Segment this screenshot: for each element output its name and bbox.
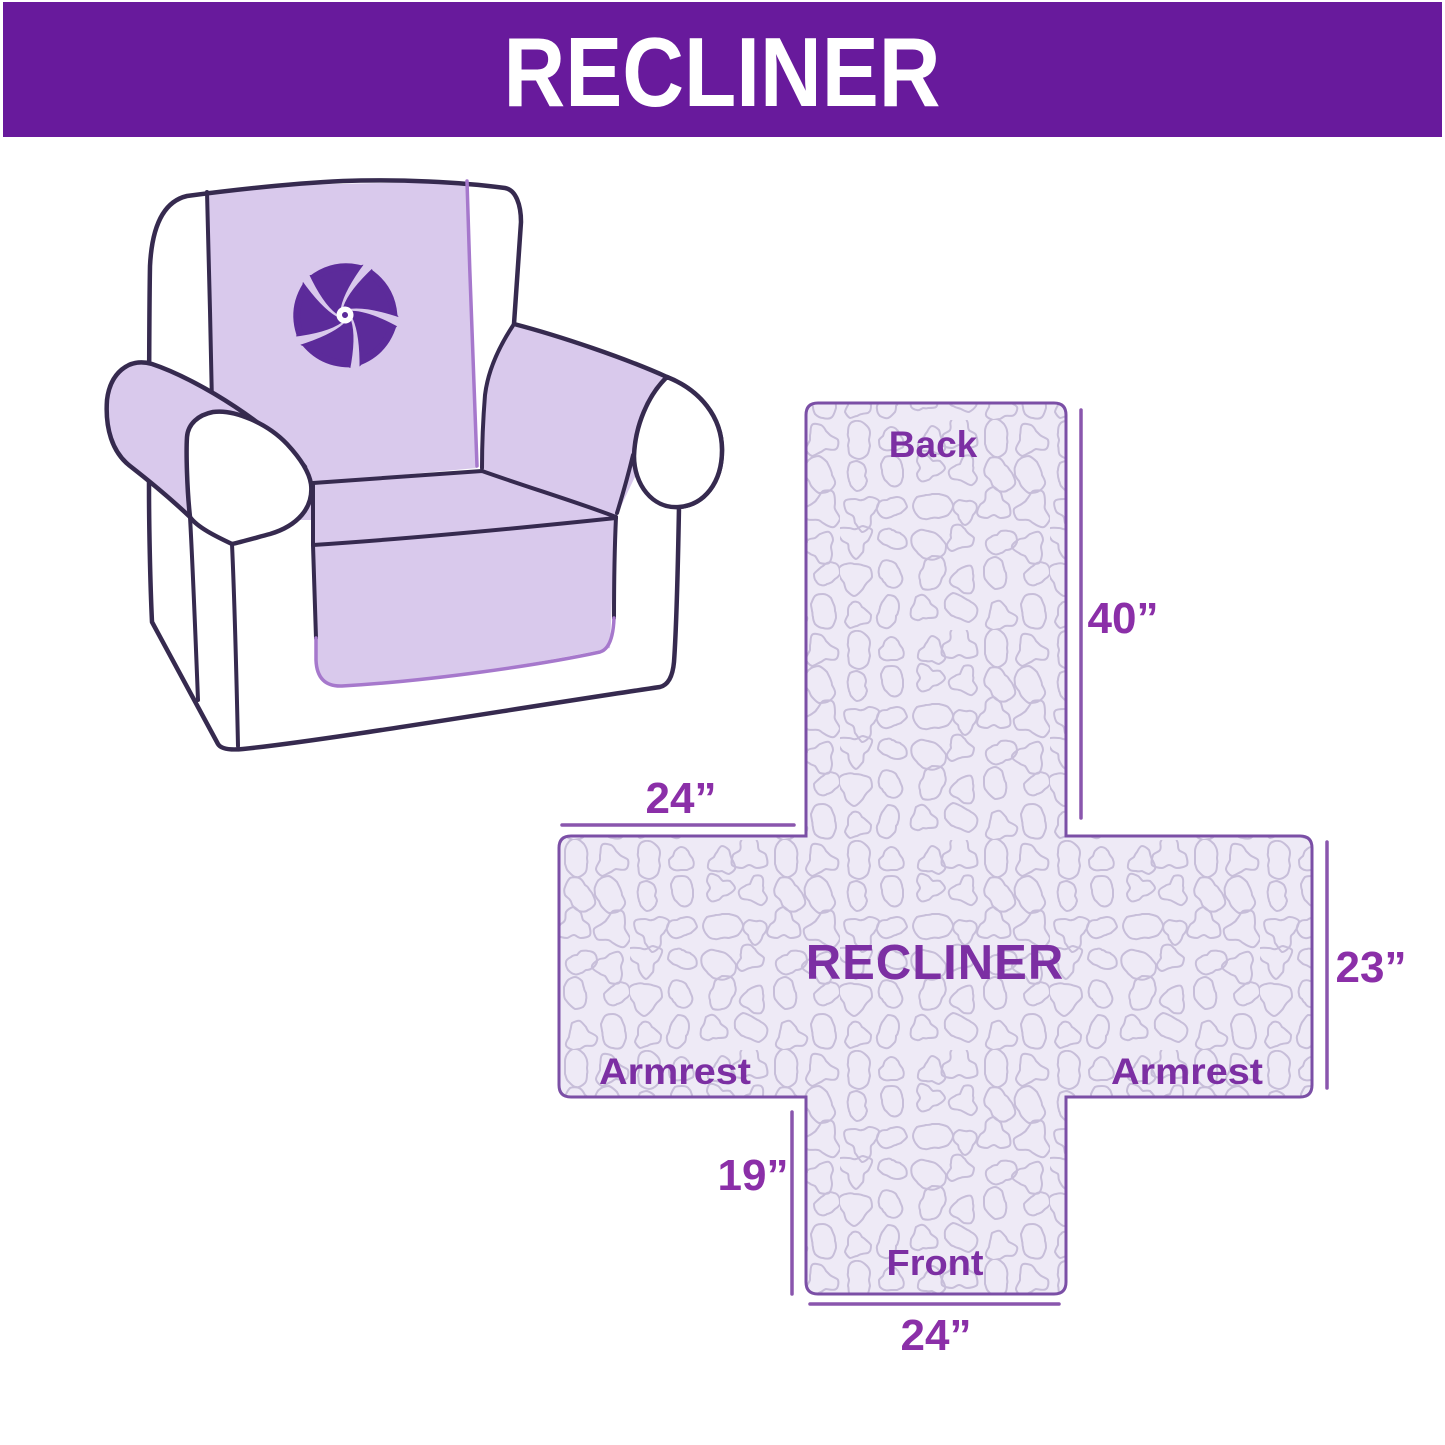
svg-text:23”: 23” bbox=[1336, 943, 1407, 992]
svg-text:19”: 19” bbox=[718, 1151, 789, 1200]
svg-text:40”: 40” bbox=[1088, 594, 1159, 643]
svg-text:Armrest: Armrest bbox=[1111, 1051, 1263, 1092]
svg-text:24”: 24” bbox=[901, 1311, 972, 1360]
svg-text:RECLINER: RECLINER bbox=[504, 17, 941, 127]
svg-text:Armrest: Armrest bbox=[599, 1051, 751, 1092]
svg-text:RECLINER: RECLINER bbox=[806, 936, 1064, 990]
svg-text:Back: Back bbox=[889, 424, 978, 465]
svg-text:Front: Front bbox=[887, 1242, 984, 1283]
svg-text:24”: 24” bbox=[646, 774, 717, 823]
